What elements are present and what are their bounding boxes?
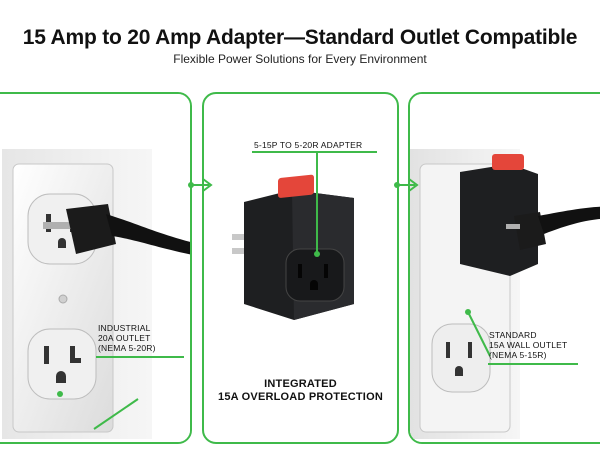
panel-industrial-outlet: [0, 92, 192, 444]
industrial-label-line: (NEMA 5-20R): [98, 343, 156, 353]
caption-line: 15A OVERLOAD PROTECTION: [218, 391, 383, 403]
standard-outlet-label: STANDARD 15A WALL OUTLET (NEMA 5-15R): [489, 330, 567, 360]
standard-label-underline: [488, 363, 578, 365]
industrial-outlet-illustration: [0, 94, 190, 442]
adapter-label-underline: [252, 151, 377, 153]
standard-label-line: 15A WALL OUTLET: [489, 340, 568, 350]
panel-standard-outlet: [408, 92, 600, 444]
panel-adapter: [202, 92, 399, 444]
caption-line: INTEGRATED: [264, 378, 337, 390]
arrow-right-icon: [188, 178, 213, 192]
industrial-label-line: INDUSTRIAL: [98, 323, 151, 333]
standard-outlet-illustration: [410, 94, 600, 442]
page-subtitle: Flexible Power Solutions for Every Envir…: [173, 52, 427, 66]
industrial-label-line: 20A OUTLET: [98, 333, 151, 343]
standard-label-line: STANDARD: [489, 330, 537, 340]
standard-label-line: (NEMA 5-15R): [489, 350, 547, 360]
industrial-outlet-label: INDUSTRIAL 20A OUTLET (NEMA 5-20R): [98, 323, 156, 353]
adapter-illustration: [232, 153, 354, 320]
adapter-label: 5-15P TO 5-20R ADAPTER: [254, 140, 363, 150]
adapter-caption: INTEGRATED 15A OVERLOAD PROTECTION: [202, 378, 399, 404]
arrow-right-icon: [394, 178, 419, 192]
page-title: 15 Amp to 20 Amp Adapter—Standard Outlet…: [22, 26, 578, 49]
industrial-label-underline: [96, 356, 184, 358]
